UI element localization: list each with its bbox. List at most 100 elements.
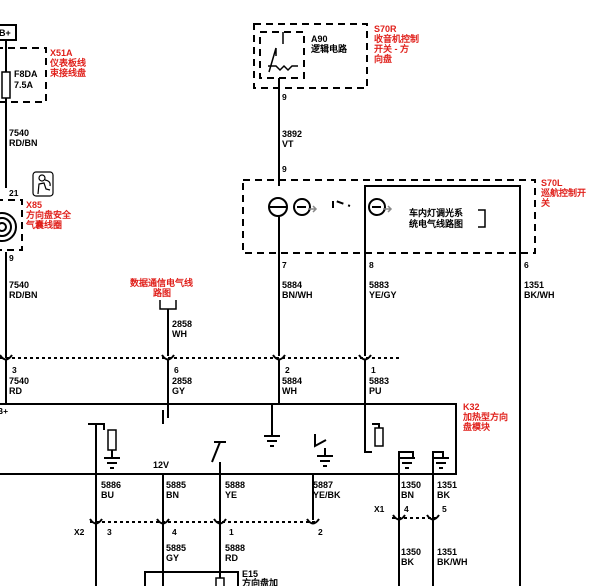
s70l-line1: 巡航控制开: [541, 187, 586, 198]
pin-1: 1: [371, 365, 376, 375]
k32-switch-5887: [314, 434, 327, 456]
k32-resistor-5886: [107, 429, 117, 451]
wire-5884-top-num: 5884: [282, 280, 302, 290]
wire-7540-top-color: RD/BN: [9, 138, 38, 148]
pin-7: 7: [282, 260, 287, 270]
wire-5888-b-color: RD: [225, 553, 238, 563]
wire-5887-num: 5887: [313, 480, 333, 490]
data-comm-bracket: [159, 300, 177, 310]
k32-wire-5886-inner: [88, 423, 105, 430]
k32-ground-1350: [399, 457, 415, 469]
pin-9-a90: 9: [282, 92, 287, 102]
x85-line1: 方向盘安全: [26, 209, 72, 220]
x1-label: X1: [374, 504, 385, 514]
s70l-cruise-switch-housing: [242, 179, 536, 254]
airbag-seat-icon: [32, 171, 54, 197]
k32-ground-1351: [433, 457, 449, 469]
wire-5886-color: BU: [101, 490, 114, 500]
pin-9-x85: 9: [9, 253, 14, 263]
wire-5883-low-num: 5883: [369, 376, 389, 386]
wire-7540-mid-color: RD/BN: [9, 290, 38, 300]
x2-pin-2: [306, 518, 320, 525]
wire-1350-a-num: 1350: [401, 480, 421, 490]
x85-line2: 气囊线圈: [25, 219, 62, 230]
wire-5885-a-num: 5885: [166, 480, 186, 490]
s70l-internal-wire: [364, 185, 521, 253]
pin-2: 2: [285, 365, 290, 375]
wire-5888-b-num: 5888: [225, 543, 245, 553]
wire-5884-low-color: WH: [282, 386, 297, 396]
e15-element-outline: [144, 571, 239, 586]
pin-9-s70l: 9: [282, 164, 287, 174]
wire-2858-top-color: WH: [172, 329, 187, 339]
fuse-name: F8DA: [14, 69, 38, 79]
s70r-line1: 收音机控制: [374, 33, 419, 44]
e15-line1: 方向盘加: [242, 577, 278, 586]
a90-switch-symbol: [268, 32, 298, 73]
x2-pin-3-num: 3: [107, 527, 112, 537]
x51a-line2: 束接线盘: [50, 67, 86, 78]
wire-5886-num: 5886: [101, 480, 121, 490]
b-plus-mid-label: B+: [0, 406, 8, 416]
wire-2858-top-num: 2858: [172, 319, 192, 329]
wire-7540-low-num: 7540: [9, 376, 29, 386]
k32-ground-5887: [317, 455, 333, 467]
x2-pin-1: [213, 518, 227, 525]
a90-name: 逻辑电路: [310, 43, 348, 54]
wire-1350-b-color: BK: [401, 557, 414, 567]
x2-pin-1-num: 1: [229, 527, 234, 537]
x2-pin-4-num: 4: [172, 527, 177, 537]
data-comm-line2: 路图: [153, 287, 171, 298]
wire-5884-low-num: 5884: [282, 376, 302, 386]
pin-21: 21: [9, 188, 19, 198]
pin-6-s70l: 6: [524, 260, 529, 270]
clockspring-coil-mid: [0, 217, 12, 237]
wire-5885-b-num: 5885: [166, 543, 186, 553]
s70l-line2: 关: [541, 197, 550, 208]
x51a-code: X51A: [50, 48, 73, 58]
x51a-junction-box: [0, 47, 47, 103]
k32-module-outline: [0, 403, 457, 475]
wire-5883-top-num: 5883: [369, 280, 389, 290]
s70l-switch-contact-c: [368, 198, 386, 216]
dimmer-line2: 统电气线路图: [409, 218, 463, 229]
s70l-arrow-c: [383, 205, 393, 213]
wire-7540-low-color: RD: [9, 386, 22, 396]
k32-line2: 盘模块: [463, 421, 491, 432]
wire-1351-top-color: BK/WH: [524, 290, 555, 300]
k32-resistor-lead: [372, 423, 380, 428]
wire-5883-low-color: PU: [369, 386, 382, 396]
x2-pin-4: [156, 518, 170, 525]
dimmer-reference-bracket: [478, 209, 486, 228]
wire-5888-a-num: 5888: [225, 480, 245, 490]
x1-pin-5-num: 5: [442, 504, 447, 514]
clockspring-coil-outer: [0, 212, 17, 242]
pin-6: 6: [174, 365, 179, 375]
wire-7540-top-num: 7540: [9, 128, 29, 138]
wire-2858-low-num: 2858: [172, 376, 192, 386]
x1-pin-5: [426, 514, 440, 521]
s70r-switch-housing: [253, 23, 368, 89]
wire-1351-a-color: BK: [437, 490, 450, 500]
x2-pin-2-num: 2: [318, 527, 323, 537]
x2-label: X2: [74, 527, 85, 537]
wire-5887-color: YE/BK: [313, 490, 341, 500]
wire-7540-mid-num: 7540: [9, 280, 29, 290]
k32-ground-5884: [264, 435, 280, 447]
wire-1350-a-color: BN: [401, 490, 414, 500]
x2-pin-3: [89, 518, 103, 525]
fuse-f8da: [1, 71, 11, 99]
k32-line1: 加热型方向: [462, 411, 508, 422]
wire-3892-num: 3892: [282, 129, 302, 139]
s70r-code: S70R: [374, 24, 397, 34]
wire-5885-b-color: GY: [166, 553, 179, 563]
data-comm-line1: 数据通信电气线: [130, 277, 193, 288]
e15-element-mark: [215, 577, 225, 586]
k32-wire-1351-inner: [432, 451, 444, 474]
x1-pin-4: [392, 514, 406, 521]
k32-ground-5886: [104, 457, 120, 469]
wire-2858-low-color: GY: [172, 386, 185, 396]
k32-wire-1350-inner: [398, 451, 414, 474]
x85-housing: [0, 199, 23, 251]
